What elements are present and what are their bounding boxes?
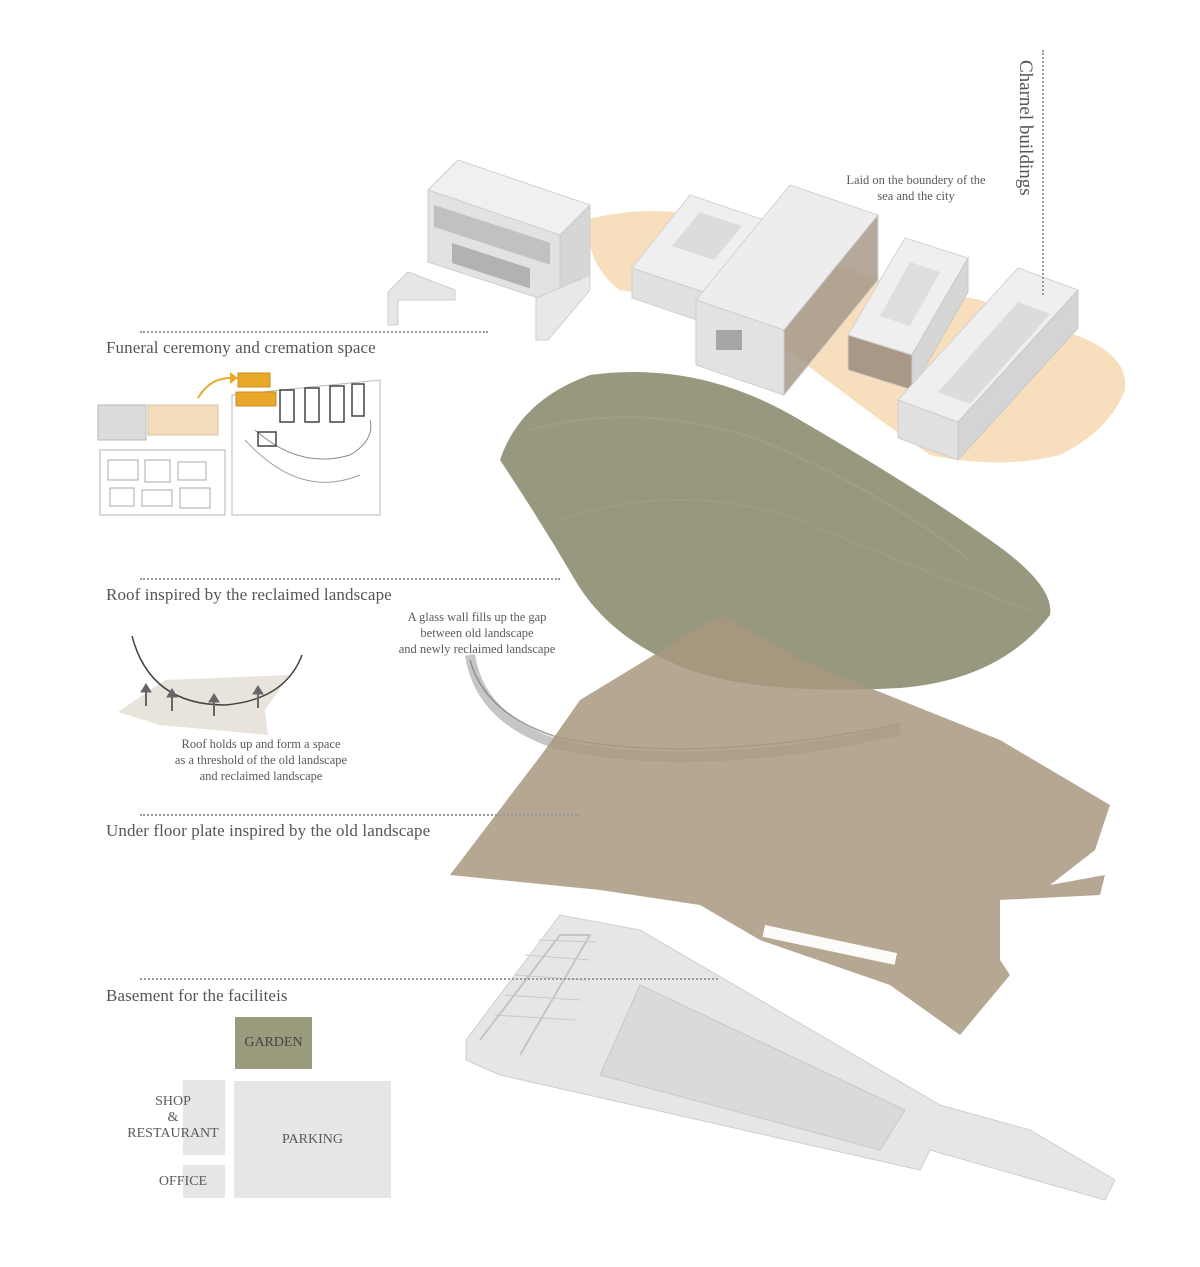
roof-heading: Roof inspired by the reclaimed landscape xyxy=(106,585,392,604)
parking-box: PARKING xyxy=(234,1081,391,1198)
basement-dotted-line xyxy=(140,978,718,980)
basement-plan xyxy=(465,914,1116,1201)
roof-section-diagram xyxy=(118,635,303,735)
shop-restaurant-label: SHOP & RESTAURANT xyxy=(127,1094,219,1141)
crematorium-building xyxy=(387,159,591,341)
underfloor-plate xyxy=(450,615,1110,1035)
charnel-building-2 xyxy=(695,184,879,397)
glass-wall-note: A glass wall fills up the gap between ol… xyxy=(398,610,556,656)
roof-dotted-line xyxy=(140,578,560,580)
site-map-sketch xyxy=(97,372,381,516)
underfloor-heading: Under floor plate inspired by the old la… xyxy=(106,821,431,840)
charnel-building-4 xyxy=(897,267,1079,462)
underfloor-dotted-line xyxy=(140,814,580,816)
roof-shell xyxy=(500,372,1051,690)
charnel-dotted-leader xyxy=(1042,50,1044,295)
office-column xyxy=(183,1165,225,1198)
basement-heading: Basement for the faciliteis xyxy=(106,986,288,1005)
charnel-note: Laid on the boundery of the sea and the … xyxy=(846,173,986,203)
roof-note: Roof holds up and form a space as a thre… xyxy=(174,737,348,783)
funeral-heading: Funeral ceremony and cremation space xyxy=(106,338,376,357)
garden-box: GARDEN xyxy=(235,1017,312,1069)
charnel-buildings-title: Charnel buildings xyxy=(1015,60,1036,196)
charnel-building-3 xyxy=(847,237,969,392)
office-label: OFFICE xyxy=(158,1174,208,1189)
funeral-dotted-line xyxy=(140,331,488,333)
shop-column xyxy=(183,1080,225,1155)
